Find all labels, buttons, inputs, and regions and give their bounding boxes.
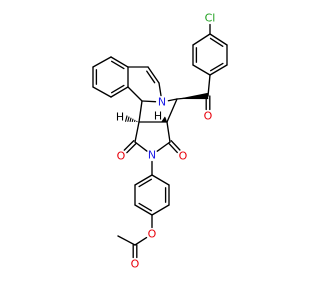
hashed-wedge-stripe — [131, 118, 134, 123]
single-bond — [192, 33, 211, 46]
atom-label-oxygen: O — [148, 228, 157, 241]
hashed-wedge-stripe — [161, 116, 166, 123]
double-bond-outer — [134, 174, 153, 186]
hashed-wedge-stripe — [163, 119, 167, 123]
single-bond — [92, 86, 112, 98]
double-bond-inner — [110, 60, 125, 70]
atom-label-chlorine: Cl — [205, 12, 216, 25]
single-bond — [167, 98, 178, 102]
double-bond-outer — [209, 33, 228, 46]
double-bond-b — [170, 140, 181, 151]
double-bond-inner — [209, 37, 224, 47]
single-bond — [166, 121, 171, 143]
double-bond-inner — [110, 84, 125, 94]
double-bond-outer — [209, 64, 228, 76]
hashed-wedge-stripe — [164, 120, 167, 123]
hashed-wedge-stripe — [124, 115, 128, 122]
hashed-wedge-stripe — [165, 120, 168, 123]
atom-label-hydrogen: H — [116, 111, 124, 124]
double-bond-inner — [146, 70, 156, 84]
double-bond-a — [168, 142, 178, 154]
hashed-wedge-stripe — [162, 118, 167, 123]
double-bond-outer — [110, 56, 129, 68]
double-bond-inner — [209, 62, 224, 72]
single-bond — [156, 141, 171, 152]
single-bond — [166, 98, 178, 123]
single-bond — [192, 64, 211, 76]
single-bond — [117, 235, 136, 246]
single-bond — [138, 100, 143, 123]
single-bond — [92, 56, 112, 68]
double-bond-inner — [138, 178, 153, 188]
single-bond — [207, 74, 211, 97]
hashed-wedge-stripe — [129, 117, 132, 122]
single-bond — [134, 141, 148, 152]
double-bond-a — [123, 140, 135, 151]
double-bond-b — [126, 142, 137, 154]
wedge-bond — [177, 92, 209, 100]
single-bond — [127, 86, 143, 102]
double-bond-inner — [138, 202, 153, 212]
single-bond — [141, 100, 157, 103]
atom-label-oxygen: O — [117, 150, 126, 163]
atom-label-nitrogen: N — [158, 96, 166, 109]
atom-label-nitrogen: N — [148, 149, 156, 162]
single-bond — [158, 82, 162, 97]
atom-label-oxygen: O — [179, 150, 188, 163]
single-bond — [151, 174, 170, 186]
bond-layer — [92, 23, 228, 259]
double-bond-outer — [134, 204, 153, 216]
single-bond — [134, 121, 140, 143]
single-bond — [151, 204, 170, 216]
atom-label-oxygen: O — [131, 258, 140, 271]
atom-label-oxygen: O — [204, 110, 213, 123]
hashed-wedge-stripe — [162, 117, 166, 123]
atom-label-hydrogen: H — [154, 110, 162, 123]
hashed-wedge-stripe — [133, 119, 136, 123]
single-bond — [134, 236, 148, 246]
double-bond-outer — [110, 86, 129, 98]
double-bond-outer — [147, 66, 160, 84]
hashed-wedge-stripe — [127, 116, 130, 122]
